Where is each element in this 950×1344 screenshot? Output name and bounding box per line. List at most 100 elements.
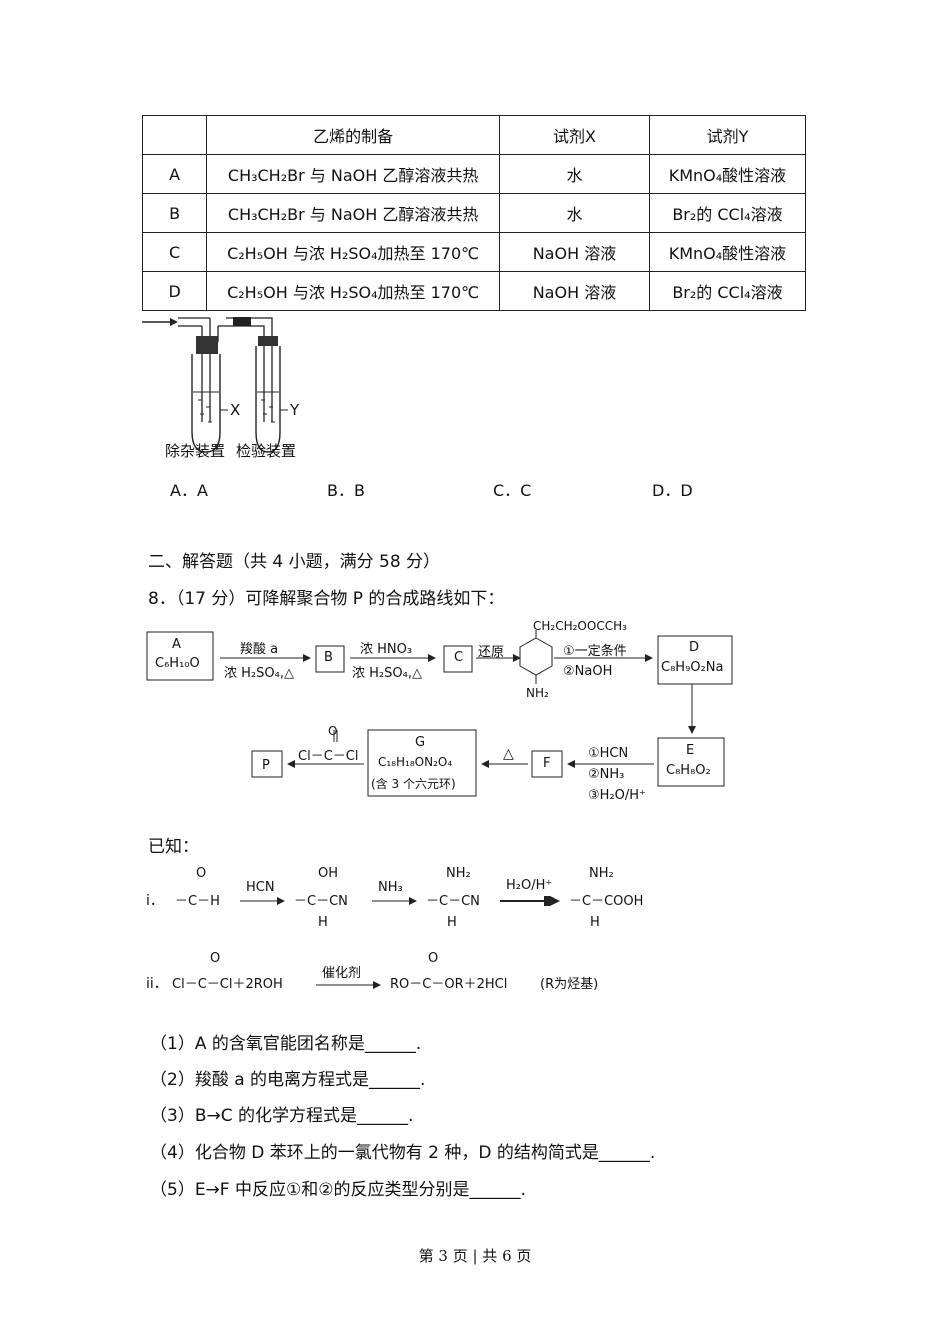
box-g [367, 729, 477, 797]
route-d-formula: C₈H₉O₂Na [661, 660, 724, 675]
box-p [251, 750, 283, 778]
known-i-s2: －C－CN [426, 894, 480, 909]
option-a: A．A [170, 481, 208, 500]
arrow-h2o [500, 896, 560, 906]
table-header-row: 乙烯的制备 试剂X 试剂Y [141, 115, 807, 155]
test-tube-left [191, 354, 221, 453]
subquestion-2: （2）羧酸 a 的电离方程式是______. [150, 1070, 426, 1090]
table-cell: CH₃CH₂Br 与 NaOH 乙醇溶液共热 [206, 193, 500, 233]
intermediate-top: CH₂CH₂OOCCH₃ [533, 619, 627, 633]
known-i-o: O [196, 866, 207, 881]
reagent-a-top: 羧酸 a [240, 642, 279, 657]
phosgene-reagent: Cl－C－Cl [298, 749, 359, 764]
cond-d1: ①一定条件 [563, 644, 627, 659]
table-row: D C₂H₅OH 与浓 H₂SO₄加热至 170℃ NaOH 溶液 Br₂的 C… [141, 271, 807, 311]
label-x: X [230, 401, 241, 419]
route-p-label: P [262, 758, 270, 773]
benzene-ring [519, 637, 553, 676]
known-ii-lhs: Cl－C－Cl＋2ROH [172, 977, 283, 992]
route-g-formula: C₁₈H₁₈ON₂O₄ [378, 755, 453, 769]
caption-right: 检验装置 [236, 442, 297, 460]
phosgene-o: O [328, 724, 338, 738]
known-i-label: i． [146, 893, 164, 909]
table-cell: 试剂Y [648, 115, 807, 155]
known-i-nh2b: NH₂ [589, 866, 614, 881]
route-g-note: (含 3 个六元环) [371, 777, 456, 791]
known-ii-o1: O [210, 951, 221, 966]
subquestion-3: （3）B→C 的化学方程式是______. [150, 1106, 414, 1126]
apparatus-diagram [142, 317, 288, 453]
cond-ef2: ②NH₃ [588, 767, 625, 782]
known-i-s1: －C－CN [294, 894, 348, 909]
table-cell: C₂H₅OH 与浓 H₂SO₄加热至 170℃ [206, 271, 500, 311]
label-y: Y [290, 401, 300, 419]
table-cell: B [141, 193, 208, 233]
synthesis-route [146, 630, 733, 797]
stopper-left [196, 336, 218, 354]
option-b: B．B [327, 481, 365, 500]
route-b-label: B [324, 650, 333, 665]
table-cell: 乙烯的制备 [206, 115, 500, 155]
table-cell: 试剂X [498, 115, 650, 155]
route-e-formula: C₈H₈O₂ [666, 763, 711, 778]
route-a-formula: C₆H₁₀O [155, 656, 200, 671]
cond-d2: ②NaOH [563, 664, 613, 679]
reagent-b-bottom: 浓 H₂SO₄,△ [352, 666, 422, 681]
reagent-b-top: 浓 HNO₃ [360, 642, 413, 657]
cond-ef1: ①HCN [588, 746, 629, 761]
page-footer: 第 3 页 | 共 6 页 [418, 1247, 532, 1265]
box-b [315, 645, 345, 673]
known-ii-o2: O [428, 951, 439, 966]
known-ii-note: (R为烃基) [540, 977, 599, 992]
known-i-oh: OH [318, 866, 339, 881]
table-row: A CH₃CH₂Br 与 NaOH 乙醇溶液共热 水 KMnO₄酸性溶液 [141, 154, 807, 194]
caption-left: 除杂装置 [165, 442, 226, 460]
arrow-catalyst [316, 981, 381, 989]
table-cell: Br₂的 CCl₄溶液 [648, 193, 807, 233]
table-cell: A [141, 154, 208, 194]
box-f [531, 750, 563, 778]
known-ii-label: ii． [146, 976, 168, 992]
table-cell [141, 115, 208, 155]
table-cell: NaOH 溶液 [498, 271, 650, 311]
section-title: 二、解答题（共 4 小题，满分 58 分） [148, 552, 441, 572]
test-tube-right [255, 346, 281, 453]
reagent-a-bottom: 浓 H₂SO₄,△ [224, 666, 294, 681]
question-8: 8．（17 分）可降解聚合物 P 的合成路线如下： [148, 589, 505, 609]
table-cell: Br₂的 CCl₄溶液 [648, 271, 807, 311]
intermediate-bottom: NH₂ [526, 686, 549, 700]
known-title: 已知： [148, 837, 199, 857]
box-d [657, 635, 733, 685]
subquestion-1: （1）A 的含氧官能团名称是______. [150, 1034, 422, 1054]
table-row: C C₂H₅OH 与浓 H₂SO₄加热至 170℃ NaOH 溶液 KMnO₄酸… [141, 232, 807, 272]
table-cell: CH₃CH₂Br 与 NaOH 乙醇溶液共热 [206, 154, 500, 194]
route-f-label: F [543, 756, 551, 771]
reagent-table: 乙烯的制备 试剂X 试剂Y A CH₃CH₂Br 与 NaOH 乙醇溶液共热 水… [141, 115, 807, 311]
table-cell: NaOH 溶液 [498, 232, 650, 272]
route-c-label: C [454, 650, 464, 665]
cond-ef3: ③H₂O/H⁺ [588, 788, 646, 803]
table-cell: KMnO₄酸性溶液 [648, 154, 807, 194]
known-i-start: －C－H [175, 894, 220, 909]
subquestion-5: （5）E→F 中反应①和②的反应类型分别是______. [150, 1180, 526, 1200]
arrow-nh3 [372, 897, 417, 905]
box-e [657, 737, 725, 787]
known-i-h1: H [318, 915, 328, 930]
table-cell: D [141, 271, 208, 311]
box-c [443, 645, 473, 673]
arrow-hcn [240, 897, 285, 905]
table-cell: 水 [498, 154, 650, 194]
known-i-hcn: HCN [246, 880, 275, 895]
known-i-nh3: NH₃ [378, 880, 403, 895]
option-d: D．D [652, 481, 693, 500]
table-cell: 水 [498, 193, 650, 233]
known-i-s3: －C－COOH [569, 894, 644, 909]
known-i-h2: H [447, 915, 457, 930]
table-cell: C₂H₅OH 与浓 H₂SO₄加热至 170℃ [206, 232, 500, 272]
table-cell: KMnO₄酸性溶液 [648, 232, 807, 272]
option-c: C．C [493, 481, 532, 500]
table-row: B CH₃CH₂Br 与 NaOH 乙醇溶液共热 水 Br₂的 CCl₄溶液 [141, 193, 807, 233]
route-a-label: A [172, 637, 181, 652]
known-i-nh2a: NH₂ [446, 866, 471, 881]
route-g-label: G [415, 735, 426, 750]
